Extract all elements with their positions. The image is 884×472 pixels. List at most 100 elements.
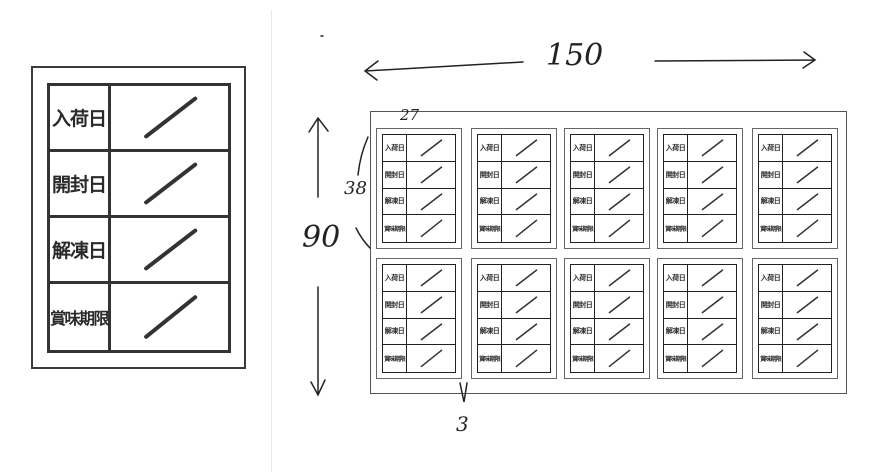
- label-date-slot: [595, 345, 643, 372]
- label-date-slot: [688, 265, 736, 292]
- sheet-label-card: 入荷日開封日解凍日賞味期限: [752, 128, 838, 249]
- label-date-slot: [783, 162, 831, 189]
- label-field-name: 開封日: [664, 291, 688, 319]
- label-date-slot: [111, 284, 228, 350]
- label-field-name: 入荷日: [759, 135, 783, 162]
- date-slash-mark: [111, 284, 228, 350]
- date-slash-mark: [688, 292, 736, 318]
- label-field-name: 開封日: [383, 161, 407, 189]
- sheet-label-table: 入荷日開封日解凍日賞味期限: [382, 134, 456, 243]
- sheet-label-table: 入荷日開封日解凍日賞味期限: [382, 264, 456, 373]
- sheet-label-table: 入荷日開封日解凍日賞味期限: [477, 264, 551, 373]
- date-slash-mark: [407, 162, 455, 188]
- label-date-slot: [688, 215, 736, 242]
- date-slash-mark: [502, 292, 550, 318]
- date-slash-mark: [595, 345, 643, 372]
- label-field-name: 賞味期限: [383, 215, 407, 242]
- label-field-name: 開封日: [571, 291, 595, 319]
- label-field-name: 賞味期限: [664, 345, 688, 372]
- date-slash-mark: [783, 292, 831, 318]
- label-date-slot: [783, 135, 831, 162]
- label-field-name: 開封日: [50, 152, 111, 218]
- label-field-name: 開封日: [759, 291, 783, 319]
- label-date-slot: [502, 265, 550, 292]
- date-slash-mark: [502, 319, 550, 345]
- date-slash-mark: [111, 152, 228, 215]
- date-slash-mark: [407, 345, 455, 372]
- label-field-name: 賞味期限: [50, 284, 111, 350]
- label-date-slot: [688, 189, 736, 216]
- label-date-slot: [595, 292, 643, 319]
- label-field-name: 入荷日: [664, 265, 688, 292]
- page-divider: [271, 10, 272, 472]
- label-field-name: 賞味期限: [571, 345, 595, 372]
- date-slash-mark: [688, 162, 736, 188]
- height-dimension-label: 90: [302, 220, 341, 255]
- gap-dimension: 3: [456, 412, 469, 436]
- date-slash-mark: [783, 189, 831, 215]
- date-slash-mark: [502, 215, 550, 242]
- label-field-name: 賞味期限: [759, 345, 783, 372]
- label-date-slot: [407, 345, 455, 372]
- label-date-slot: [783, 215, 831, 242]
- label-sheet: 入荷日開封日解凍日賞味期限入荷日開封日解凍日賞味期限入荷日開封日解凍日賞味期限入…: [370, 111, 847, 394]
- label-field-name: 解凍日: [383, 318, 407, 346]
- sheet-label-card: 入荷日開封日解凍日賞味期限: [564, 258, 650, 379]
- label-date-slot: [111, 218, 228, 284]
- label-field-name: 入荷日: [571, 265, 595, 292]
- date-slash-mark: [783, 319, 831, 345]
- label-date-slot: [502, 292, 550, 319]
- single-label-table: 入荷日開封日解凍日賞味期限: [47, 83, 231, 353]
- sheet-label-card: 入荷日開封日解凍日賞味期限: [376, 258, 462, 379]
- label-date-slot: [407, 189, 455, 216]
- label-date-slot: [783, 189, 831, 216]
- label-width-dimension: 27: [400, 106, 420, 124]
- arrow-right-width: [654, 51, 817, 69]
- label-field-name: 解凍日: [759, 318, 783, 346]
- label-field-name: 賞味期限: [478, 215, 502, 242]
- label-date-slot: [502, 345, 550, 372]
- sheet-label-card: 入荷日開封日解凍日賞味期限: [657, 128, 743, 249]
- label-field-name: 解凍日: [759, 188, 783, 216]
- label-date-slot: [502, 135, 550, 162]
- label-field-name: 賞味期限: [759, 215, 783, 242]
- label-field-name: 入荷日: [664, 135, 688, 162]
- date-slash-mark: [502, 135, 550, 161]
- label-field-name: 解凍日: [383, 188, 407, 216]
- date-slash-mark: [783, 135, 831, 161]
- label-field-name: 解凍日: [478, 188, 502, 216]
- label-date-slot: [502, 189, 550, 216]
- label-date-slot: [407, 215, 455, 242]
- label-date-slot: [502, 215, 550, 242]
- date-slash-mark: [595, 135, 643, 161]
- label-field-name: 賞味期限: [571, 215, 595, 242]
- date-slash-mark: [502, 265, 550, 291]
- label-field-name: 入荷日: [383, 135, 407, 162]
- date-slash-mark: [783, 345, 831, 372]
- label-field-name: 入荷日: [571, 135, 595, 162]
- date-slash-mark: [595, 265, 643, 291]
- label-date-slot: [595, 215, 643, 242]
- label-field-name: 入荷日: [50, 86, 111, 152]
- date-slash-mark: [595, 189, 643, 215]
- date-slash-mark: [783, 215, 831, 242]
- label-field-name: 解凍日: [571, 318, 595, 346]
- date-slash-mark: [595, 162, 643, 188]
- sheet-label-table: 入荷日開封日解凍日賞味期限: [663, 134, 737, 243]
- label-date-slot: [407, 292, 455, 319]
- date-slash-mark: [407, 319, 455, 345]
- label-date-slot: [595, 162, 643, 189]
- date-slash-mark: [407, 265, 455, 291]
- sheet-label-table: 入荷日開封日解凍日賞味期限: [663, 264, 737, 373]
- label-date-slot: [595, 319, 643, 346]
- label-date-slot: [407, 135, 455, 162]
- date-slash-mark: [595, 319, 643, 345]
- date-slash-mark: [783, 265, 831, 291]
- date-slash-mark: [502, 189, 550, 215]
- sheet-label-table: 入荷日開封日解凍日賞味期限: [570, 134, 644, 243]
- sheet-label-card: 入荷日開封日解凍日賞味期限: [564, 128, 650, 249]
- date-slash-mark: [595, 215, 643, 242]
- label-field-name: 開封日: [664, 161, 688, 189]
- arrow-down-height: [310, 286, 326, 397]
- date-slash-mark: [111, 218, 228, 281]
